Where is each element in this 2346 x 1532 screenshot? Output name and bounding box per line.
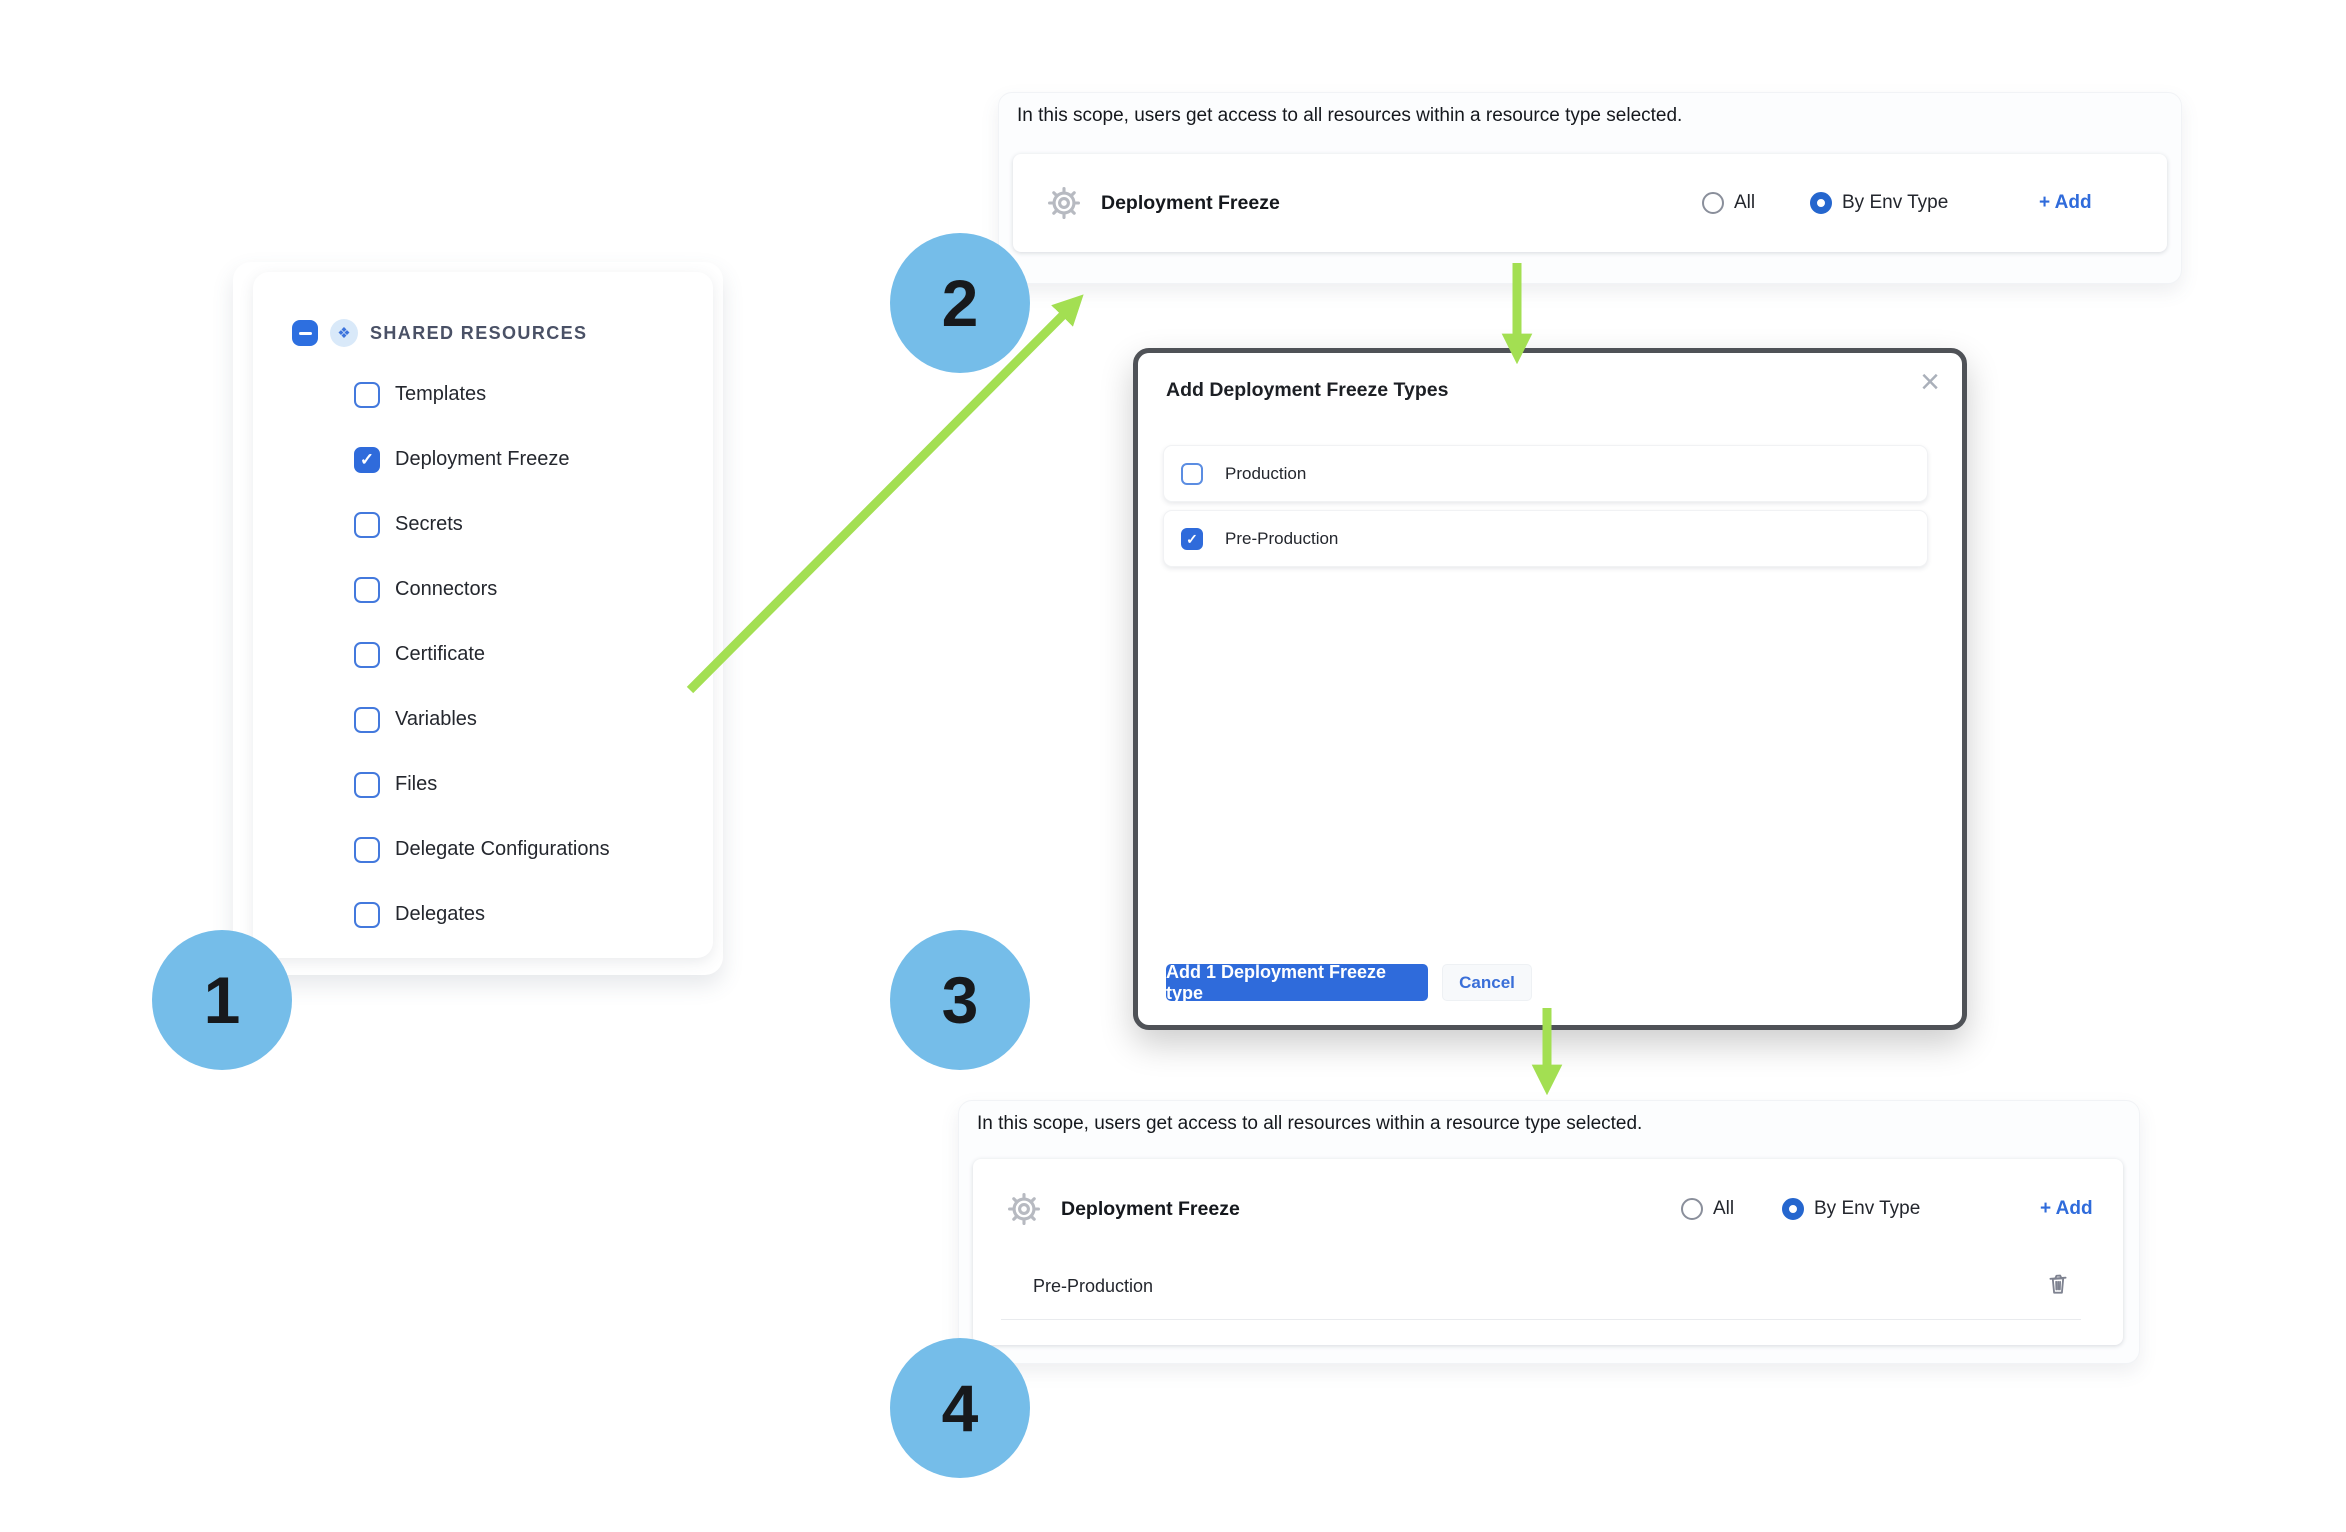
resource-type-row: Deployment Freeze All By Env Type + Add … — [973, 1159, 2123, 1345]
radio-option-all[interactable]: All — [1702, 192, 1755, 214]
radio-option-by-env-type[interactable]: By Env Type — [1810, 192, 1948, 214]
checkbox[interactable] — [354, 381, 380, 408]
checkbox-label: Templates — [395, 383, 487, 405]
step-badge-1: 1 — [152, 930, 292, 1070]
checkbox-label: Files — [395, 773, 438, 795]
arrow-sidebar-to-top-panel — [686, 294, 1084, 694]
sidebar-title: SHARED RESOURCES — [370, 322, 588, 343]
sidebar-item-variables[interactable]: Variables — [253, 687, 713, 752]
step-badge-4: 4 — [890, 1338, 1030, 1478]
radio-option-all[interactable]: All — [1681, 1198, 1734, 1220]
checkbox-label: Certificate — [395, 643, 486, 665]
gear-icon — [1047, 186, 1081, 220]
resource-type-label: Deployment Freeze — [1101, 192, 1280, 214]
resource-type-label: Deployment Freeze — [1061, 1198, 1240, 1220]
add-deployment-freeze-types-modal: Add Deployment Freeze Types × Production… — [1133, 348, 1967, 1030]
checkbox-label: Secrets — [395, 513, 463, 535]
radio-icon[interactable] — [1702, 192, 1724, 214]
checkbox-label: Delegates — [395, 903, 486, 925]
scope-panel-top: In this scope, users get access to all r… — [998, 92, 2191, 295]
modal-option-production[interactable]: Production — [1163, 445, 1928, 502]
checkbox[interactable] — [354, 576, 380, 603]
checkbox[interactable] — [354, 836, 380, 863]
modal-option-pre-production[interactable]: Pre-Production — [1163, 510, 1928, 567]
env-type-row-label: Pre-Production — [1033, 1276, 1154, 1296]
sidebar-item-secrets[interactable]: Secrets — [253, 492, 713, 557]
radio-label: By Env Type — [1842, 192, 1949, 213]
gear-icon — [1007, 1192, 1041, 1226]
scope-description: In this scope, users get access to all r… — [1017, 105, 1683, 126]
scope-panel-bottom: In this scope, users get access to all r… — [958, 1100, 2149, 1375]
option-label: Production — [1225, 463, 1307, 483]
checkbox[interactable] — [1181, 527, 1203, 550]
checkbox[interactable] — [354, 771, 380, 798]
sidebar-item-connectors[interactable]: Connectors — [253, 557, 713, 622]
close-icon[interactable]: × — [1920, 363, 1940, 401]
radio-option-by-env-type[interactable]: By Env Type — [1782, 1198, 1920, 1220]
sidebar-item-delegates[interactable]: Delegates — [253, 882, 713, 947]
sidebar-item-certificate[interactable]: Certificate — [253, 622, 713, 687]
scope-description: In this scope, users get access to all r… — [977, 1113, 1643, 1134]
checkbox-label: Connectors — [395, 578, 498, 600]
sidebar-item-deployment-freeze[interactable]: Deployment Freeze — [253, 427, 713, 492]
checkbox[interactable] — [1181, 462, 1203, 485]
radio-icon-selected[interactable] — [1782, 1198, 1804, 1220]
checkbox[interactable] — [354, 901, 380, 928]
sidebar-panel: ❖ SHARED RESOURCES Templates Deployment … — [253, 272, 713, 958]
modal-title: Add Deployment Freeze Types — [1166, 379, 1449, 401]
checkbox[interactable] — [354, 706, 380, 733]
radio-label: All — [1713, 1198, 1735, 1219]
sidebar-item-files[interactable]: Files — [253, 752, 713, 817]
collapse-minus-button[interactable] — [292, 320, 318, 346]
checkbox-label: Variables — [395, 708, 477, 730]
step-badge-3: 3 — [890, 930, 1030, 1070]
cancel-button[interactable]: Cancel — [1442, 964, 1532, 1001]
row-divider — [1001, 1319, 2081, 1320]
radio-icon[interactable] — [1681, 1198, 1703, 1220]
radio-label: All — [1734, 192, 1756, 213]
sidebar-header: ❖ SHARED RESOURCES — [292, 318, 587, 348]
checkbox[interactable] — [354, 446, 380, 473]
add-link[interactable]: + Add — [2039, 192, 2092, 213]
resource-checkbox-list: Templates Deployment Freeze Secrets Conn… — [253, 362, 713, 947]
checkbox[interactable] — [354, 511, 380, 538]
sidebar-item-delegate-configurations[interactable]: Delegate Configurations — [253, 817, 713, 882]
sidebar-item-templates[interactable]: Templates — [253, 362, 713, 427]
resource-type-row: Deployment Freeze All By Env Type + Add — [1013, 154, 2167, 252]
checkbox[interactable] — [354, 641, 380, 668]
add-deployment-freeze-type-button[interactable]: Add 1 Deployment Freeze type — [1166, 962, 1428, 1003]
option-label: Pre-Production — [1225, 528, 1339, 548]
add-link[interactable]: + Add — [2040, 1198, 2093, 1219]
shared-resources-icon: ❖ — [330, 319, 358, 347]
checkbox-label: Deployment Freeze — [395, 448, 570, 470]
checkbox-label: Delegate Configurations — [395, 838, 610, 860]
radio-label: By Env Type — [1814, 1198, 1921, 1219]
step-badge-2: 2 — [890, 233, 1030, 373]
radio-icon-selected[interactable] — [1810, 192, 1832, 214]
trash-icon[interactable] — [2045, 1271, 2071, 1297]
